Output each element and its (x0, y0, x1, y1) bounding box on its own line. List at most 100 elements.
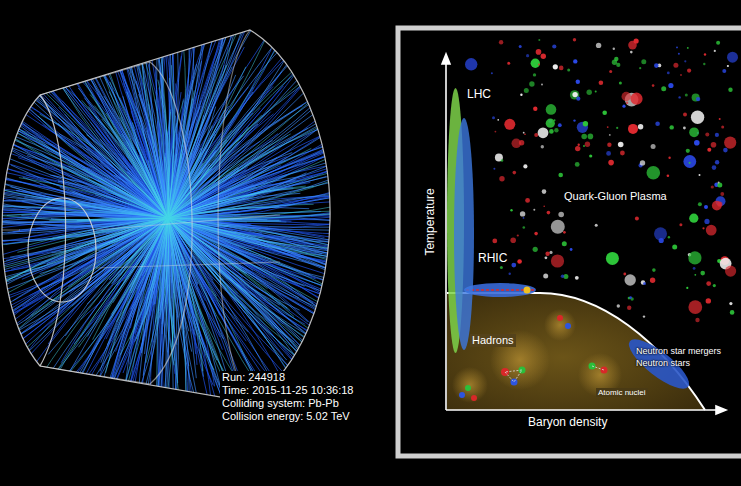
qgp-particle (696, 97, 700, 101)
qgp-particle (559, 66, 564, 71)
qgp-particle (578, 144, 580, 146)
qgp-particle (546, 104, 557, 115)
qgp-particle (524, 88, 529, 93)
qgp-particle (609, 134, 611, 136)
qgp-particle (705, 132, 709, 136)
qgp-particle (650, 278, 655, 283)
region-ellipse (622, 332, 695, 396)
qgp-particle (570, 248, 573, 251)
qgp-particle (575, 146, 580, 151)
qgp-particle (561, 275, 565, 279)
qgp-particle (673, 63, 678, 68)
qgp-particle (577, 122, 588, 133)
qgp-particle (495, 153, 503, 161)
qgp-particle (619, 82, 622, 85)
qgp-particle (499, 176, 504, 181)
qgp-particle (689, 162, 691, 164)
qgp-particle (713, 284, 716, 287)
qgp-particle (507, 62, 510, 65)
qgp-particle (630, 93, 642, 105)
qgp-particle (495, 131, 497, 133)
region-label: Neutron stars (636, 358, 690, 368)
qgp-particle (551, 254, 564, 267)
qgp-particle (628, 124, 638, 134)
qgp-particle (538, 64, 540, 66)
qgp-particle (711, 185, 714, 188)
qgp-particle (685, 94, 688, 97)
qgp-particle (679, 223, 682, 226)
qgp-particle (618, 142, 624, 148)
qgp-particle (626, 102, 628, 104)
qgp-particle (493, 168, 495, 170)
track-set (0, 0, 447, 486)
qgp-particle (541, 145, 544, 148)
qgp-particle (492, 239, 497, 244)
qgp-particle (549, 129, 554, 134)
qgp-particle (693, 267, 696, 270)
qgp-particle (534, 232, 538, 236)
qgp-particle (699, 174, 701, 176)
qgp-particle (533, 209, 535, 211)
qgp-particle (659, 238, 664, 243)
qgp-particle (536, 49, 542, 55)
axes (442, 54, 726, 414)
qgp-particle (588, 134, 594, 140)
qgp-particle (676, 47, 678, 49)
qgp-particle (607, 143, 611, 147)
qgp-particle (724, 137, 736, 149)
qgp-particle (500, 266, 503, 269)
qgp-particle (670, 125, 674, 129)
qgp-particle (543, 205, 545, 207)
qgp-particle (547, 211, 551, 215)
neutron-star-region: Neutron star mergersNeutron stars (622, 340, 696, 388)
qgp-particles (465, 38, 738, 322)
qgp-particle (504, 119, 515, 130)
qgp-particle (558, 173, 563, 178)
phase-label: Hadrons (470, 334, 516, 347)
qgp-particle (714, 50, 716, 52)
qgp-particle (716, 41, 720, 45)
qgp-particle (687, 69, 691, 73)
qgp-particle (727, 52, 738, 63)
qgp-particle (622, 105, 625, 108)
qgp-particle (686, 149, 690, 153)
qgp-particle (510, 237, 516, 243)
qgp-particle (554, 119, 556, 121)
qgp-particle (573, 119, 575, 121)
qgp-particle (629, 296, 632, 299)
phase-label: Quark-Gluon Plasma (562, 190, 669, 203)
qgp-particle (533, 73, 536, 76)
critical-point (524, 287, 531, 294)
qgp-particle (581, 134, 587, 140)
qgp-particle (668, 157, 670, 159)
qgp-particle (554, 128, 558, 132)
qgp-particle (712, 201, 722, 211)
qgp-particle (529, 81, 534, 86)
qgp-particle (725, 266, 736, 277)
qgp-particle (567, 68, 570, 71)
region-ellipse (454, 118, 474, 350)
qgp-particle (545, 252, 549, 256)
track-set (0, 0, 421, 456)
qgp-particle (617, 304, 620, 307)
qgp-particle (691, 111, 704, 124)
qgp-particle (602, 111, 607, 116)
qgp-particle (622, 92, 631, 101)
qgp-particle (585, 142, 590, 147)
qgp-particle (719, 118, 721, 120)
axis-label: Temperature (424, 186, 438, 257)
qgp-particle (558, 123, 562, 127)
qgp-particle (525, 198, 530, 203)
qgp-particle (526, 54, 529, 57)
qgp-particle (523, 132, 525, 134)
qgp-particle (543, 274, 548, 279)
qgp-particle (704, 219, 709, 224)
qgp-particle (541, 84, 543, 86)
qgp-particle (721, 125, 724, 128)
qgp-particle (640, 160, 645, 165)
qgp-particle (703, 63, 705, 65)
qgp-particle (510, 209, 512, 211)
qgp-particle (533, 247, 538, 252)
qgp-particle (562, 241, 567, 246)
